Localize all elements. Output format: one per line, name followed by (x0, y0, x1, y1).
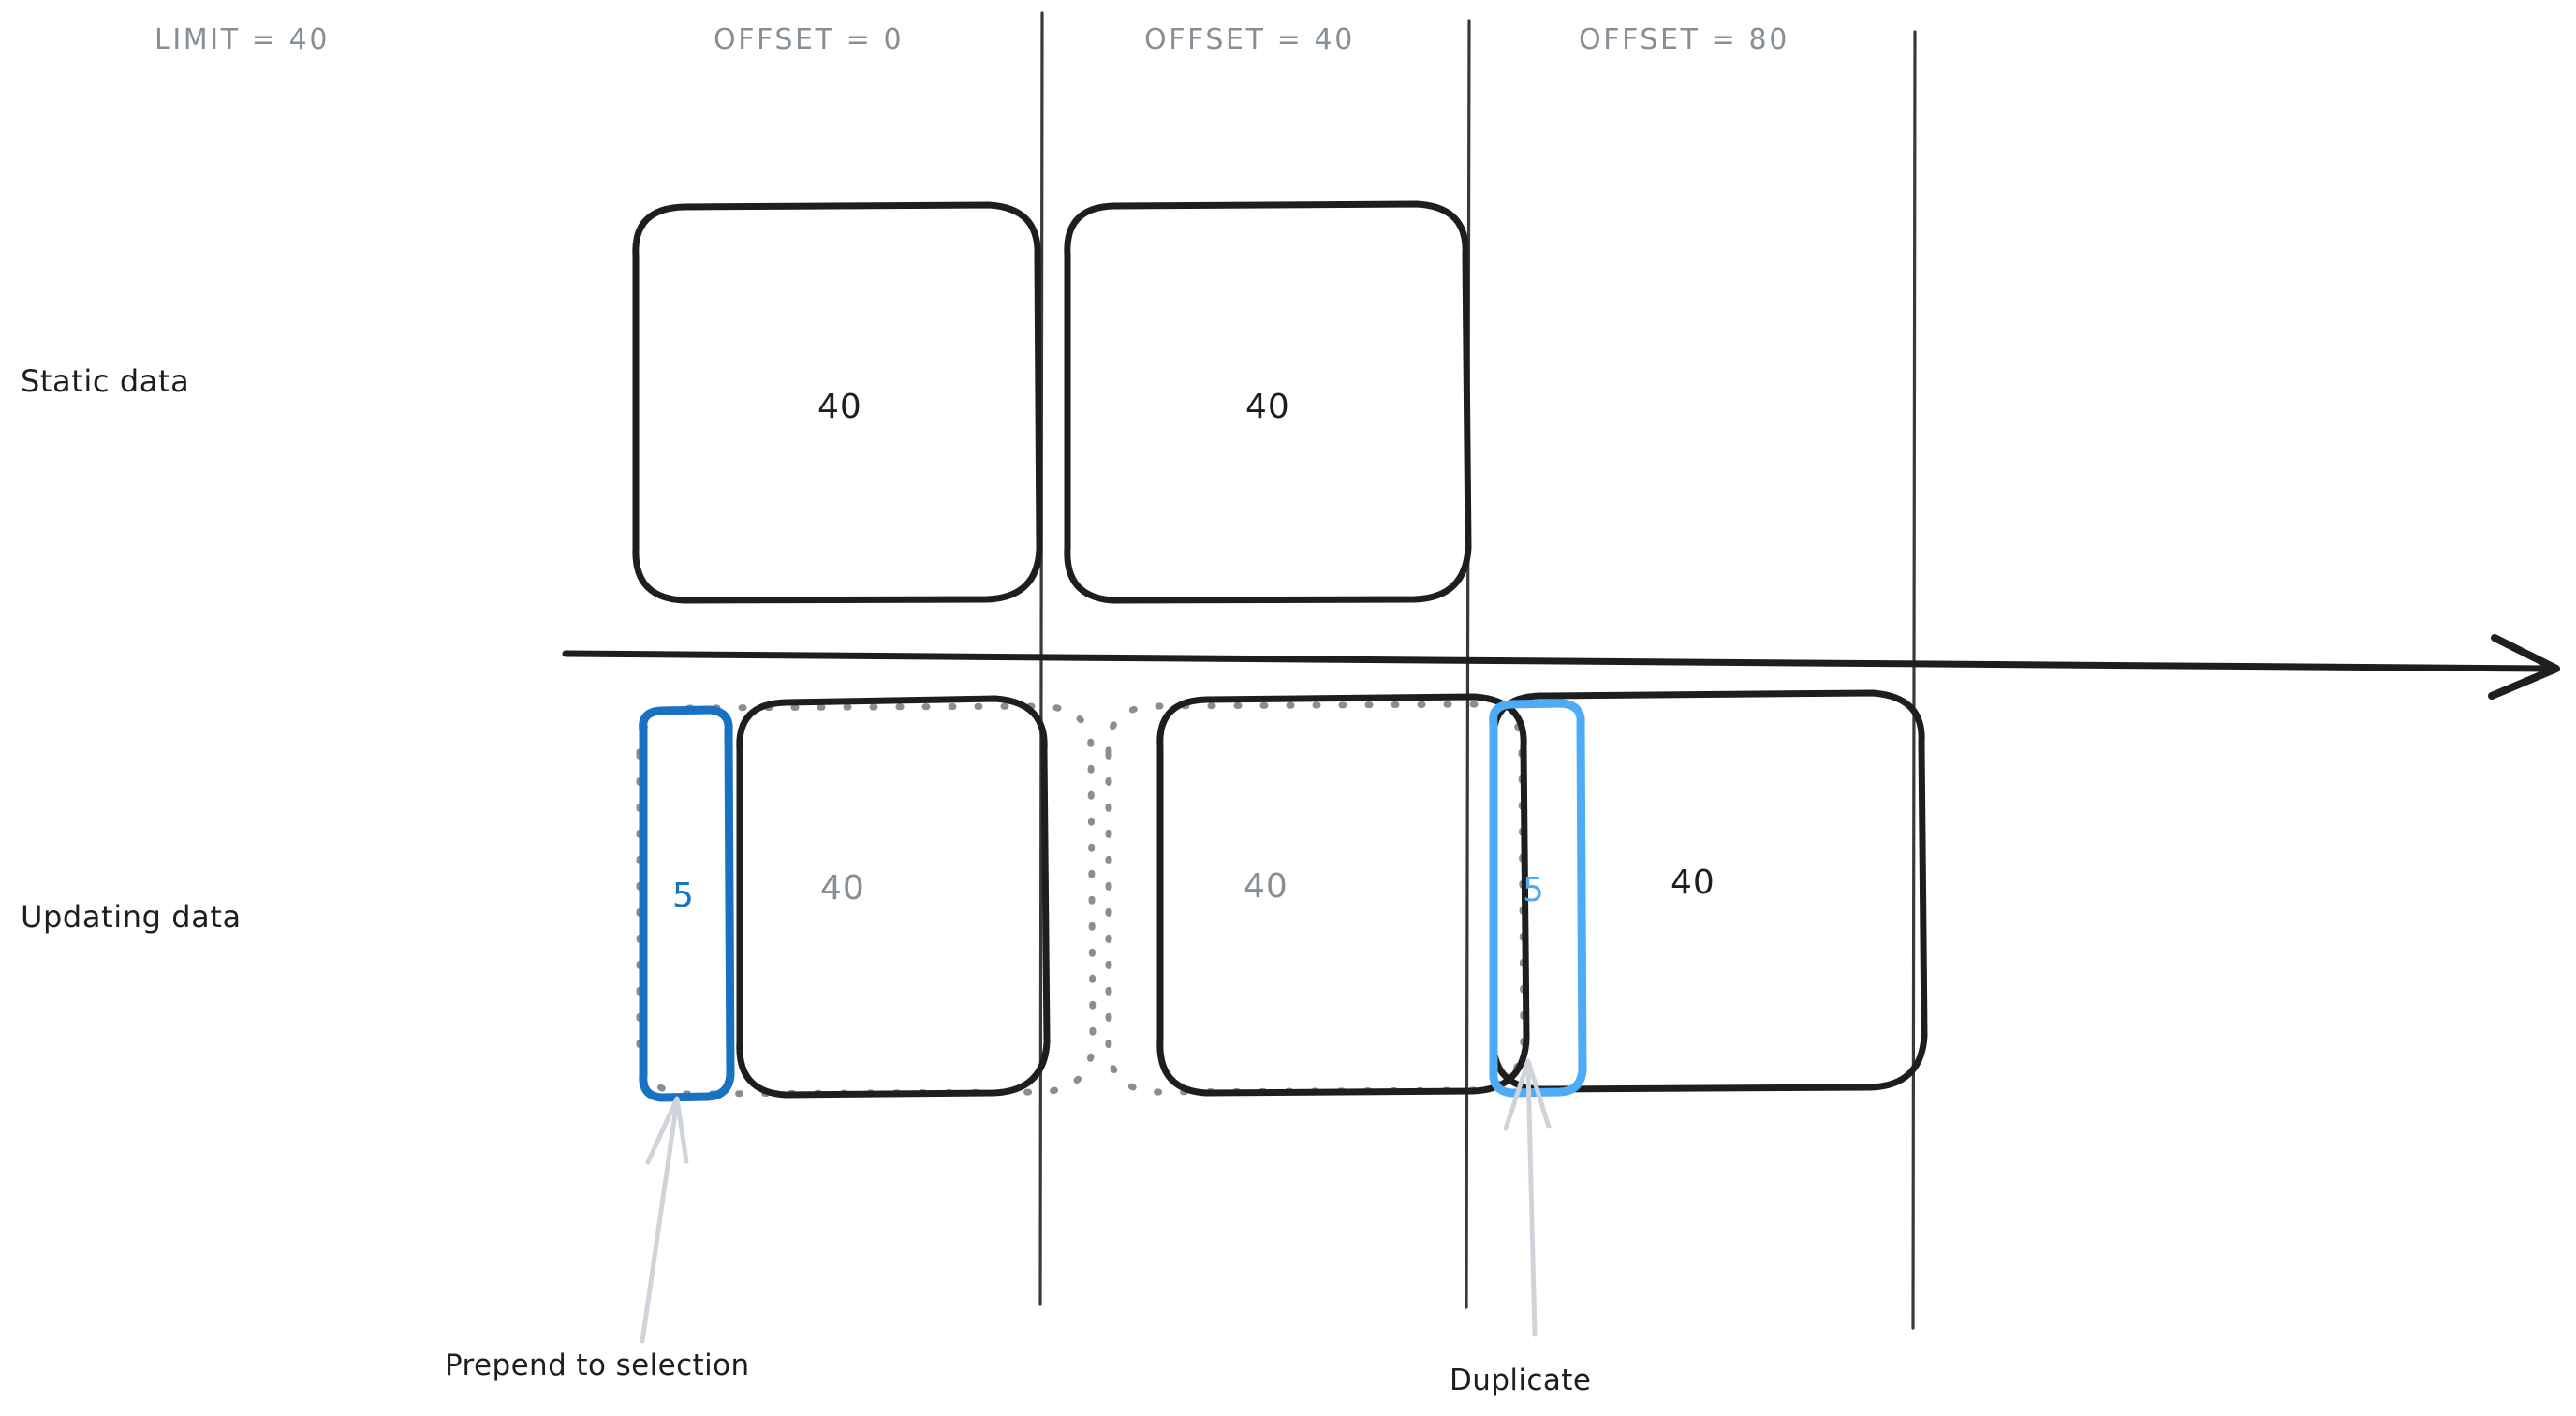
updating-box-page-3 (1490, 689, 1928, 1093)
prepend-leader-head (645, 1096, 689, 1165)
prepended-chunk-box (639, 705, 735, 1102)
updating-box-page-2-value: 40 (1244, 867, 1288, 906)
row-label-static-data: Static data (21, 363, 190, 399)
callout-label-prepend-to-selection: Prepend to selection (445, 1349, 750, 1382)
duplicate-chunk-value: 5 (1523, 871, 1545, 909)
limit-label: LIMIT = 40 (155, 23, 331, 56)
updating-box-page-2 (1156, 693, 1530, 1097)
static-box-2-value: 40 (1245, 388, 1290, 426)
column-header-offset-0: OFFSET = 0 (714, 23, 905, 56)
static-row-boxes (632, 200, 1472, 604)
ghost-outline-page-1 (636, 702, 1097, 1098)
prepend-leader-line (640, 1104, 679, 1344)
prepended-chunk-value: 5 (672, 877, 695, 915)
row-label-updating-data: Updating data (21, 899, 242, 935)
column-header-offset-80: OFFSET = 80 (1579, 23, 1789, 56)
static-box-2 (1064, 200, 1472, 604)
duplicate-callout-leader (1503, 1058, 1552, 1337)
callout-label-duplicate: Duplicate (1450, 1364, 1592, 1397)
updating-box-page-1-value: 40 (820, 869, 865, 907)
duplicate-leader-line (1525, 1067, 1538, 1337)
updating-row-highlight-boxes (639, 699, 1587, 1102)
ghost-outline-page-2 (1105, 701, 1527, 1096)
column-header-offset-40: OFFSET = 40 (1144, 23, 1355, 56)
updating-row-boxes (736, 689, 1928, 1099)
updating-box-page-3-value: 40 (1671, 863, 1715, 902)
offset-divider-lines (1038, 11, 1917, 1330)
static-box-1-value: 40 (817, 388, 862, 426)
prepend-callout-leader (640, 1096, 689, 1344)
duplicate-chunk-box (1489, 699, 1587, 1098)
divider-line-2 (1465, 19, 1471, 1309)
duplicate-leader-head (1503, 1058, 1552, 1131)
divider-line-3 (1911, 30, 1917, 1330)
timeline-arrow (562, 634, 2560, 700)
timeline-arrow-head (2488, 634, 2560, 700)
static-box-1 (632, 201, 1043, 604)
updating-row-ghost-outlines (636, 701, 1527, 1098)
timeline-arrow-shaft (562, 650, 2554, 672)
updating-box-page-1 (736, 695, 1051, 1099)
callout-leaders (640, 1058, 1552, 1344)
